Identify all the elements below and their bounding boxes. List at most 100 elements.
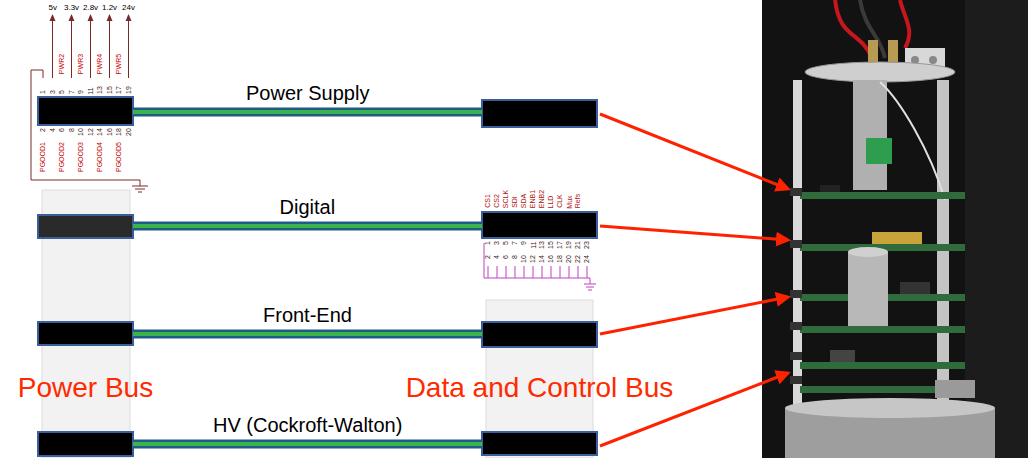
ribbon-cable bbox=[133, 112, 482, 113]
voltage-label: 3.3v bbox=[64, 3, 79, 12]
top-plate bbox=[805, 62, 955, 82]
signal-label: Mux bbox=[565, 195, 573, 208]
signal-label: PWR5 bbox=[115, 54, 123, 74]
pin-number: 14 bbox=[538, 255, 546, 263]
pin-number: 3 bbox=[493, 241, 501, 245]
ground-wire bbox=[484, 243, 590, 284]
connector bbox=[38, 322, 133, 345]
signal-label: PGOOD3 bbox=[77, 142, 85, 172]
ribbon-cable bbox=[133, 334, 482, 335]
pin-number: 6 bbox=[58, 128, 66, 132]
connector bbox=[482, 212, 597, 238]
pin-number: 3 bbox=[48, 90, 56, 94]
pin-number: 20 bbox=[124, 128, 132, 136]
photo-background bbox=[762, 0, 1028, 458]
board-connector bbox=[790, 290, 802, 298]
cable-core bbox=[133, 332, 482, 336]
pin-number: 19 bbox=[124, 86, 132, 94]
pin-number: 5 bbox=[58, 90, 66, 94]
pin-number: 4 bbox=[48, 128, 56, 132]
cylinder bbox=[848, 252, 888, 326]
board-connector bbox=[790, 188, 802, 196]
board-connector bbox=[790, 240, 802, 248]
supply-arrow bbox=[88, 14, 94, 21]
signal-label: SDA bbox=[520, 194, 528, 208]
cable-core bbox=[133, 110, 482, 114]
pin-number: 8 bbox=[67, 128, 75, 132]
signal-label: CS2 bbox=[493, 194, 501, 208]
circuit-board bbox=[800, 326, 965, 333]
ribbon-cable bbox=[133, 444, 482, 445]
signal-label: CS1 bbox=[484, 194, 492, 208]
cable-label: Power Supply bbox=[246, 82, 369, 105]
pin-number: 5 bbox=[502, 241, 510, 245]
pin-number: 7 bbox=[67, 90, 75, 94]
cable-core bbox=[133, 442, 482, 446]
signal-label: LLD bbox=[547, 195, 555, 208]
cable-label: Digital bbox=[280, 196, 336, 219]
pin-number: 23 bbox=[583, 241, 591, 249]
pointer-arrow bbox=[600, 297, 788, 334]
wire bbox=[880, 82, 945, 200]
brass-connector bbox=[868, 40, 878, 62]
pin-number: 9 bbox=[520, 241, 528, 245]
bus-title: Power Bus bbox=[18, 372, 153, 404]
ground-symbol bbox=[584, 284, 596, 290]
signal-label: Refs bbox=[574, 194, 582, 208]
connector bbox=[482, 322, 597, 347]
signal-label: PWR3 bbox=[77, 54, 85, 74]
component bbox=[830, 350, 855, 362]
pin-number: 19 bbox=[565, 241, 573, 249]
pointer-arrow bbox=[600, 114, 788, 189]
pin-number: 18 bbox=[556, 255, 564, 263]
signal-label: SDI bbox=[511, 196, 519, 208]
pointer-arrow bbox=[600, 226, 788, 240]
ribbon-cable bbox=[133, 226, 482, 227]
supply-arrow bbox=[50, 14, 56, 21]
header-connector bbox=[872, 232, 922, 244]
brass-connector bbox=[888, 40, 898, 62]
component bbox=[900, 282, 930, 294]
supply-arrow bbox=[107, 14, 113, 21]
ribbon-cable bbox=[935, 380, 975, 398]
board-connector bbox=[790, 322, 802, 330]
pin-number: 7 bbox=[511, 241, 519, 245]
signal-label: ENB2 bbox=[538, 190, 546, 208]
pin-number: 9 bbox=[77, 90, 85, 94]
pin-number: 10 bbox=[77, 128, 85, 136]
signal-label: SCLK bbox=[502, 190, 510, 208]
cable-core bbox=[133, 224, 482, 228]
pin-number: 16 bbox=[547, 255, 555, 263]
supply-arrow bbox=[126, 14, 132, 21]
signal-label: PGOOD2 bbox=[58, 142, 66, 172]
pin-number: 12 bbox=[529, 255, 537, 263]
center-plate bbox=[853, 80, 887, 190]
cable-sheath bbox=[133, 330, 482, 339]
connector bbox=[38, 97, 133, 125]
board-connector bbox=[790, 376, 802, 384]
red-cable bbox=[835, 0, 872, 58]
signal-label: PWR2 bbox=[58, 54, 66, 74]
bus-title: Data and Control Bus bbox=[406, 372, 674, 404]
pin-number: 1 bbox=[484, 241, 492, 245]
red-cable bbox=[900, 0, 909, 48]
voltage-label: 5v bbox=[49, 3, 57, 12]
pin-number: 14 bbox=[96, 128, 104, 136]
signal-label: CLK bbox=[556, 194, 564, 208]
cable-label: HV (Cockroft-Walton) bbox=[213, 414, 402, 437]
ground-wire bbox=[31, 70, 140, 186]
connector bbox=[38, 432, 133, 456]
voltage-label: 2.8v bbox=[83, 3, 98, 12]
cable-sheath bbox=[133, 108, 482, 117]
pin-number: 17 bbox=[115, 86, 123, 94]
signal-label: ENB1 bbox=[529, 190, 537, 208]
supply-wire bbox=[53, 20, 129, 78]
signal-label: PGOOD5 bbox=[115, 142, 123, 172]
signal-label: PGOOD4 bbox=[96, 142, 104, 172]
cable-sheath bbox=[133, 222, 482, 231]
pin-number: 22 bbox=[574, 255, 582, 263]
pin-number: 1 bbox=[39, 90, 47, 94]
connector bbox=[482, 100, 597, 127]
cylinder-top bbox=[848, 247, 888, 257]
